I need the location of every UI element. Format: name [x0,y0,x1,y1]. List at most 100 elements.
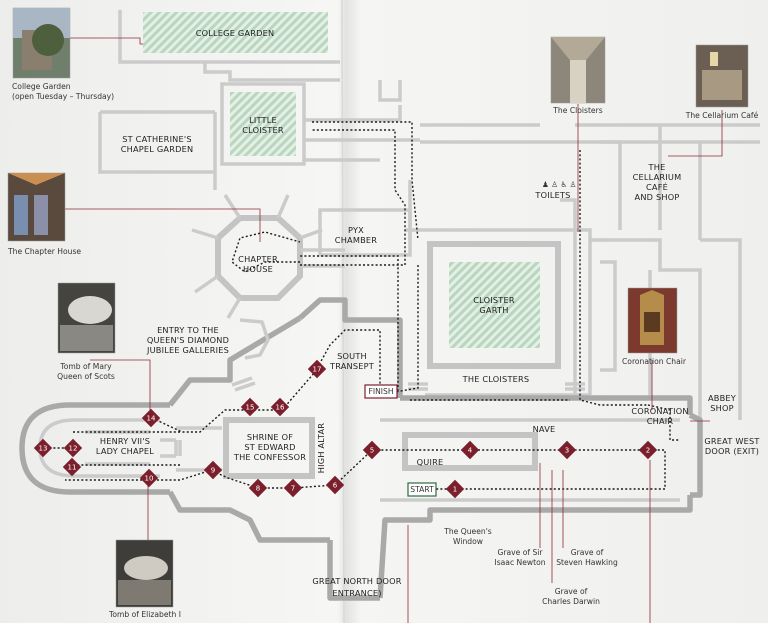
caption-queens-window-1: The Queen's [443,527,492,536]
stop-1: 1 [445,479,465,499]
label-chapter-house-2: HOUSE [243,264,273,274]
caption-darwin-2: Charles Darwin [542,597,600,606]
caption-hawking-1: Grave of [571,548,604,557]
label-north-door-1: GREAT NORTH DOOR [312,576,401,586]
photo-elizabeth-tomb [115,539,174,608]
stop-13: 13 [33,438,53,458]
stop-7: 7 [283,478,303,498]
photo-mary-tomb [57,282,116,354]
caption-hawking-2: Steven Hawking [556,558,618,567]
stop-markers: 1 2 3 4 5 6 7 8 9 10 11 12 13 14 15 16 1… [33,359,658,499]
cloister-walls [318,180,592,397]
label-pyx-1: PYX [348,225,364,235]
toilet-icon: ♟ ♙ ♿ ♙ [542,180,576,189]
caption-college-garden-1: College Garden [12,82,71,91]
stop-1-label: 1 [453,486,457,494]
leader-lines [65,37,723,623]
little-cloister [230,92,296,156]
caption-cafe: The Cellarium Café [685,111,759,120]
label-st-catherine-1: ST CATHERINE'S [122,134,191,144]
stop-2: 2 [638,440,658,460]
stop-12-label: 12 [69,445,78,453]
caption-mary-1: Tomb of Mary [59,362,112,371]
photo-coronation-chair [627,287,678,354]
caption-elizabeth: Tomb of Elizabeth I [108,610,181,619]
label-shrine-2: ST EDWARD [244,442,295,452]
svg-text:♟ ♙ ♿ ♙: ♟ ♙ ♿ ♙ [542,180,576,189]
label-shrine-1: SHRINE OF [247,432,293,442]
finish-marker: FINISH [364,384,398,399]
label-pyx-2: CHAMBER [335,235,378,245]
caption-coronation-chair: Coronation Chair [622,357,687,366]
stop-4-label: 4 [468,447,473,455]
start-label: START [410,485,434,494]
area-labels: COLLEGE GARDEN LITTLE CLOISTER ST CATHER… [96,28,760,598]
label-shrine-3: THE CONFESSOR [233,452,306,462]
caption-darwin-1: Grave of [555,587,588,596]
caption-newton-2: Isaac Newton [494,558,545,567]
stop-11-label: 11 [68,464,77,472]
label-cafe-3: CAFÉ [646,181,668,192]
label-south-transept-1: SOUTH [337,351,367,361]
label-quire: QUIRE [417,457,444,467]
stop-8-label: 8 [256,485,260,493]
stop-14: 14 [141,408,161,428]
photo-college-garden [12,7,71,79]
church-walls [19,297,703,601]
stop-11: 11 [62,457,82,477]
caption-queens-window-2: Window [453,537,483,546]
label-abbey-shop-2: SHOP [710,403,734,413]
stop-13-label: 13 [39,445,48,453]
label-cloister-garth-2: GARTH [479,305,508,315]
stop-15-label: 15 [246,404,255,412]
label-galleries-1: ENTRY TO THE [157,325,219,335]
label-cafe-4: AND SHOP [635,192,680,202]
stop-4: 4 [460,440,480,460]
stop-12: 12 [63,438,83,458]
label-great-west-1: GREAT WEST [704,436,760,446]
stop-16: 16 [270,397,290,417]
stop-10-label: 10 [145,475,154,483]
label-henry-2: LADY CHAPEL [96,446,154,456]
finish-label: FINISH [368,387,393,396]
label-chapter-house-1: CHAPTER [238,254,278,264]
college-garden [143,12,328,53]
walls-north [98,10,760,240]
label-cloister-garth-1: CLOISTER [473,295,515,305]
caption-cloisters: The Cloisters [552,106,602,115]
stop-7-label: 7 [291,485,295,493]
label-toilets: TOILETS [534,190,570,200]
label-coronation-2: CHAIR [647,416,674,426]
stop-9-label: 9 [211,467,215,475]
caption-college-garden-2: (open Tuesday – Thursday) [12,92,114,101]
label-college-garden: COLLEGE GARDEN [196,28,275,38]
label-high-altar: HIGH ALTAR [316,423,326,473]
stop-6: 6 [325,475,345,495]
label-galleries-2: QUEEN'S DIAMOND [147,335,229,345]
label-little-cloister-1: LITTLE [249,115,277,125]
captions: College Garden (open Tuesday – Thursday)… [7,82,759,619]
photo-chapter-house [7,172,66,242]
stop-8: 8 [248,478,268,498]
label-north-door-2: ENTRANCE) [332,588,381,598]
cloister-garth [449,262,540,348]
photo-cloisters [550,36,606,104]
start-marker: START [407,482,437,497]
caption-newton-1: Grave of Sir [497,548,543,557]
label-great-west-2: DOOR (EXIT) [705,446,759,456]
label-little-cloister-2: CLOISTER [242,125,284,135]
stop-16-label: 16 [276,404,285,412]
stop-17: 17 [307,359,327,379]
photo-cellarium [695,44,749,108]
label-cafe-1: THE [648,162,666,172]
stop-17-label: 17 [313,366,322,374]
label-galleries-3: JUBILEE GALLERIES [146,345,229,355]
caption-chapter-house: The Chapter House [7,247,81,256]
chapter-house-walls [191,194,345,319]
stop-14-label: 14 [147,415,156,423]
label-nave: NAVE [533,424,556,434]
caption-mary-2: Queen of Scots [57,372,115,381]
stop-5: 5 [362,440,382,460]
label-henry-1: HENRY VII'S [100,436,150,446]
